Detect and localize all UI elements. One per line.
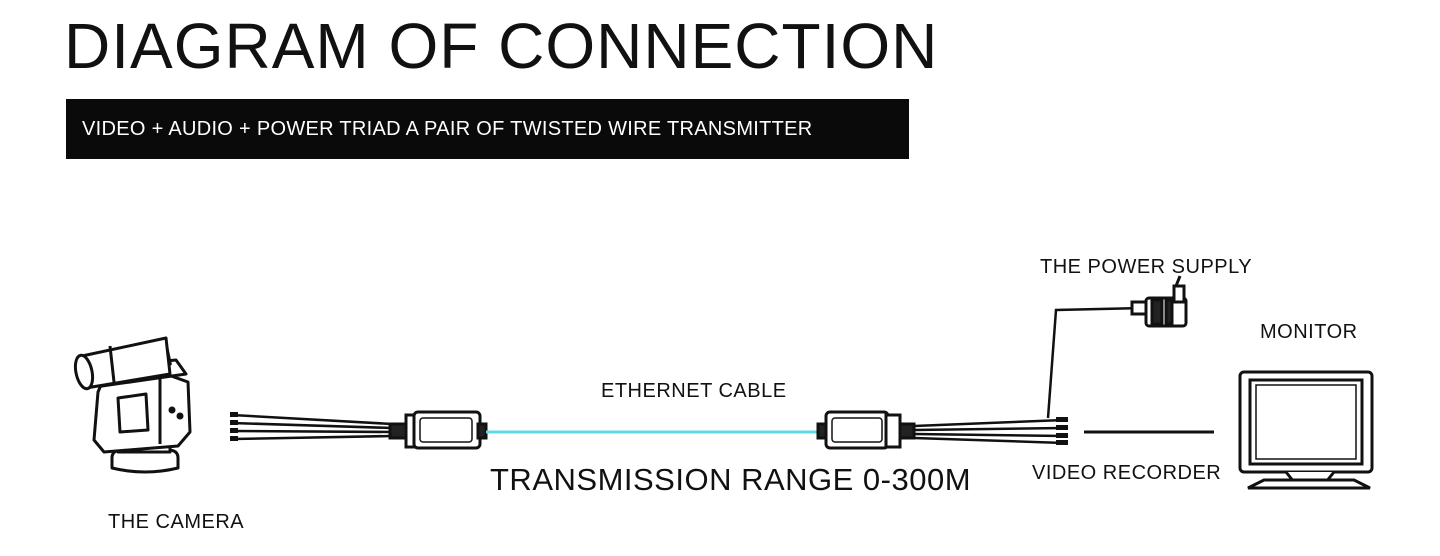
power-lead [1046, 306, 1147, 419]
monitor-icon [1238, 370, 1374, 490]
page-title: DIAGRAM OF CONNECTION [64, 10, 939, 82]
ethernet-cable-label: ETHERNET CABLE [601, 380, 787, 402]
power-supply-label: THE POWER SUPPLY [1040, 256, 1253, 278]
transmission-range-label: TRANSMISSION RANGE 0-300M [490, 462, 972, 497]
transmitter-icon [388, 410, 488, 450]
monitor-label: MONITOR [1260, 321, 1358, 343]
receiver-icon [816, 410, 916, 450]
power-adapter-icon [1130, 275, 1188, 328]
video-recorder-label: VIDEO RECORDER [1032, 462, 1222, 484]
camera-icon [73, 336, 192, 474]
recorder-cable-fan [913, 418, 1065, 445]
camera-label: THE CAMERA [108, 511, 245, 533]
subtitle-banner: VIDEO + AUDIO + POWER TRIAD A PAIR OF TW… [66, 99, 909, 159]
camera-cable-fan [231, 413, 393, 441]
